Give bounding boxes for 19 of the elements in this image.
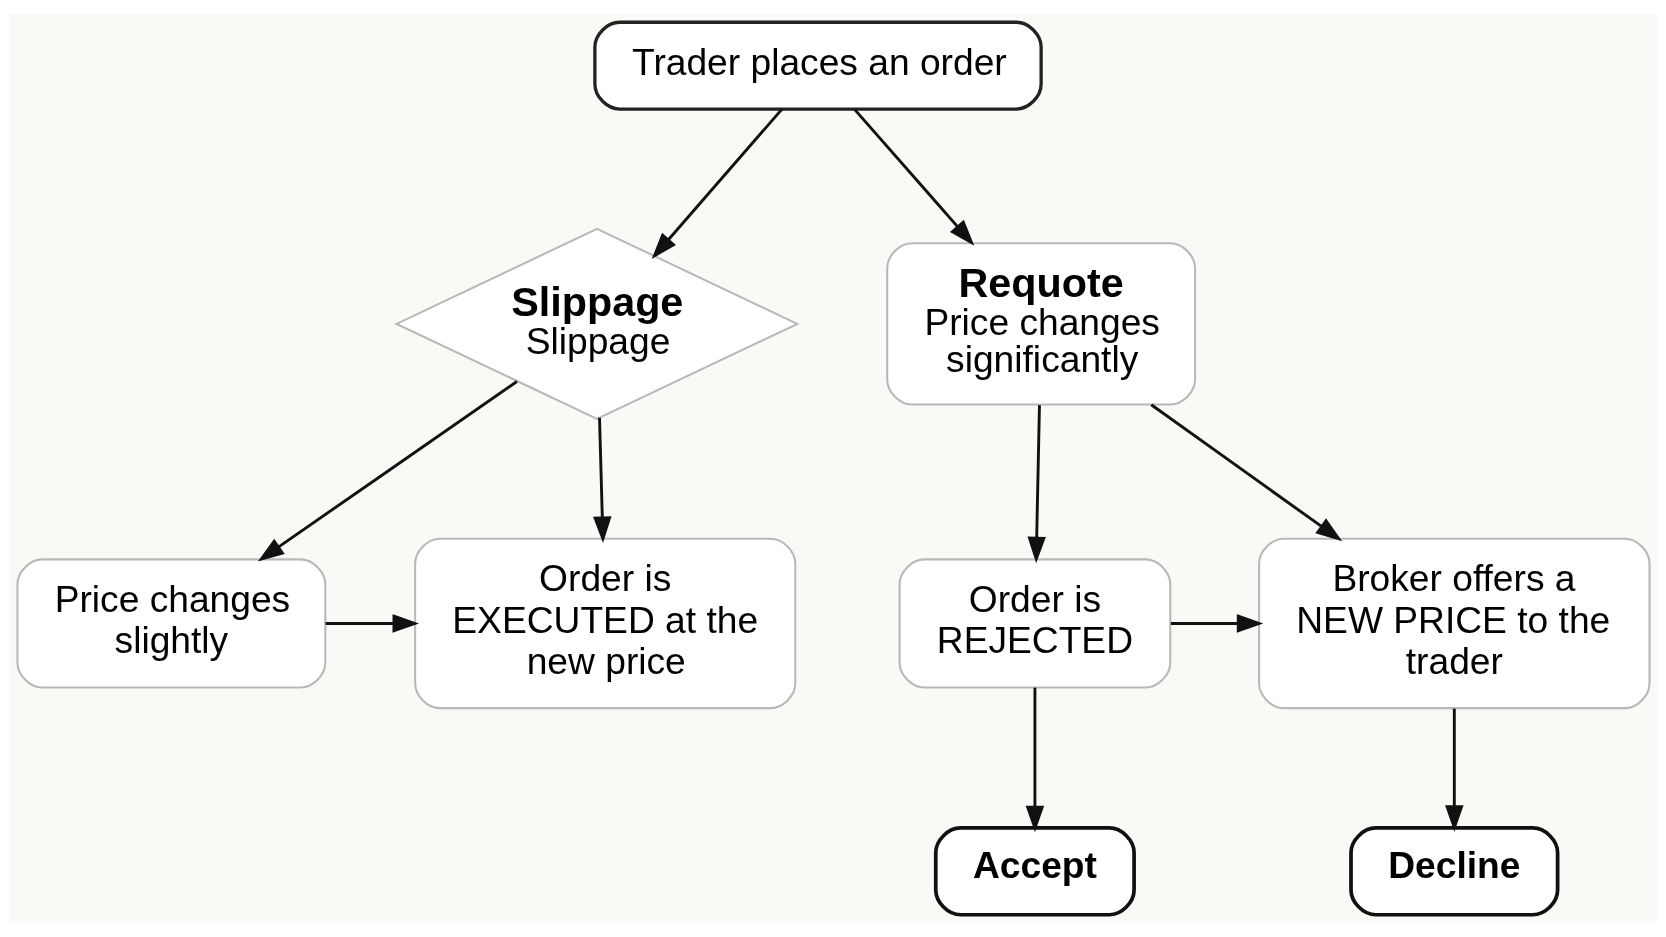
node-box: Accept <box>933 826 1136 917</box>
node-box: Price changes slightly <box>15 558 326 689</box>
arrow <box>592 417 612 543</box>
node-box: Trader places an order <box>592 20 1043 111</box>
arrow <box>1149 403 1342 542</box>
arrow <box>325 614 419 633</box>
arrow <box>257 380 518 562</box>
node-box: Decline <box>1348 826 1559 917</box>
arrow <box>852 108 974 246</box>
arrow <box>651 108 783 259</box>
arrow <box>1170 614 1263 633</box>
arrow <box>1444 708 1464 832</box>
node-box: Order is REJECTED <box>898 558 1171 689</box>
node-box: Broker offers a NEW PRICE to the trader <box>1257 537 1651 710</box>
node-diamond: Slippage Slippage <box>393 227 800 421</box>
node-box: Requote Price changes significantly <box>885 242 1196 406</box>
arrow <box>1025 687 1044 833</box>
arrow <box>1026 405 1046 564</box>
node-box: Order is EXECUTED at the new price <box>413 537 796 710</box>
